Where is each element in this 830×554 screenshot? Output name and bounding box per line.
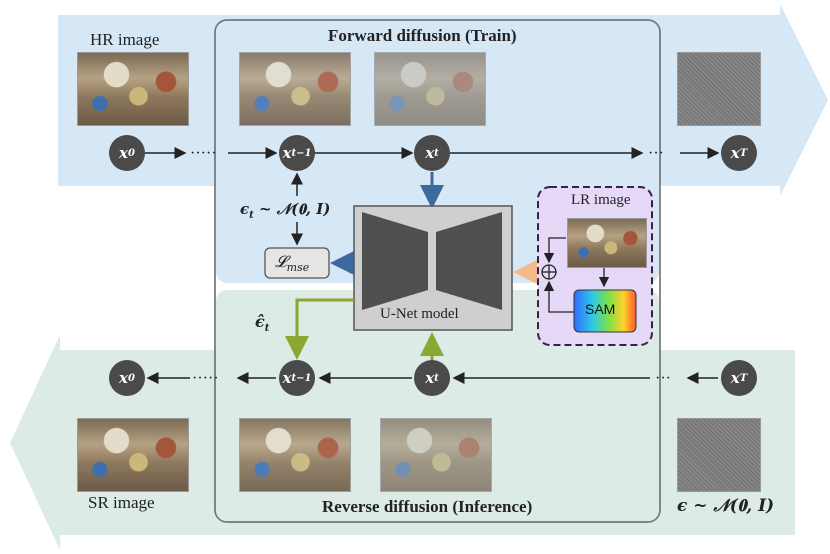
lr-image-label: LR image (571, 192, 631, 208)
loss-label: 𝓛mse (275, 252, 310, 275)
noise-image-top (677, 52, 761, 126)
hr-image-label: HR image (90, 30, 160, 49)
svg-text:···: ··· (648, 145, 664, 162)
noise-eq-train: ϵt ~ 𝒩(𝟎, 𝑰) (240, 200, 331, 221)
unet-encoder (362, 212, 428, 310)
noise-image-bottom (677, 418, 761, 492)
forward-image-2 (374, 52, 486, 126)
loss-box (264, 247, 330, 279)
eps-hat-label: ϵ̂t (255, 312, 270, 335)
reverse-image-2 (380, 418, 492, 492)
central-panel-border (214, 19, 661, 523)
sam-box (573, 289, 637, 333)
forward-image-1 (239, 52, 351, 126)
svg-text:·····: ····· (192, 370, 219, 387)
hr-image (77, 52, 189, 126)
unet-to-xtm1-arrow (285, 298, 354, 360)
reverse-image-1 (239, 418, 351, 492)
sr-image (77, 418, 189, 492)
noise-eq-inference: ϵ ~ 𝒩(𝟎, 𝑰) (677, 496, 775, 516)
sam-label: SAM (585, 301, 616, 317)
svg-text:·····: ····· (190, 145, 217, 162)
lr-image (567, 218, 647, 268)
unet-label: U-Net model (380, 306, 459, 322)
forward-title: Forward diffusion (Train) (328, 26, 517, 45)
lr-to-oplus-arrow (543, 237, 566, 264)
svg-text:···: ··· (655, 370, 671, 387)
sam-to-oplus-arrow (543, 280, 574, 313)
unet-decoder (436, 212, 502, 310)
reverse-title: Reverse diffusion (Inference) (322, 497, 533, 516)
sr-image-label: SR image (88, 493, 155, 512)
